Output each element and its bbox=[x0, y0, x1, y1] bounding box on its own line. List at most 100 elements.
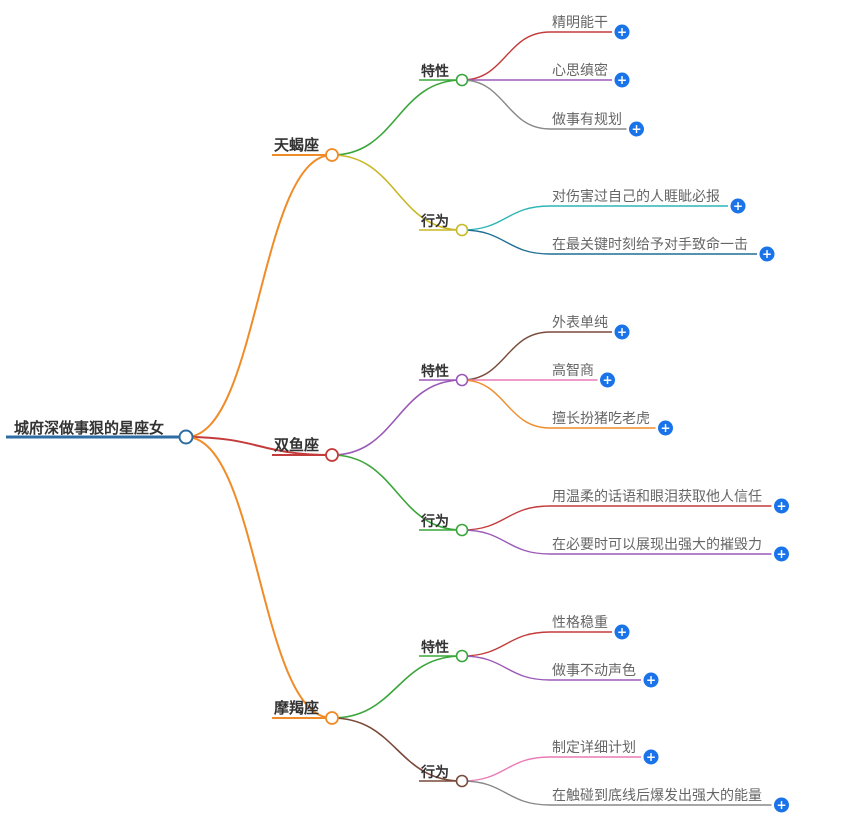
branch-3-connector bbox=[185, 436, 333, 719]
branch-3-group-2-label: 行为 bbox=[420, 764, 449, 781]
branch-2-group-1-leaf-1-connector bbox=[461, 331, 551, 381]
branch-1-group-2-leaf-2-node[interactable]: 在最关键时刻给予对手致命一击 bbox=[552, 236, 748, 253]
branch-1-group-2-leaf-1-node[interactable]: 对伤害过自己的人睚眦必报 bbox=[552, 189, 720, 205]
branch-3-node-circle[interactable] bbox=[325, 711, 339, 725]
branch-3-group-2-node[interactable]: 行为 bbox=[420, 764, 449, 781]
branch-1-group-2-node[interactable]: 行为 bbox=[420, 213, 449, 230]
branch-1-group-2-node-circle[interactable] bbox=[455, 223, 469, 237]
branch-1-group-1-leaf-1-node[interactable]: 精明能干 bbox=[552, 15, 608, 31]
plus-glyph: + bbox=[762, 247, 772, 261]
plus-circle-icon bbox=[774, 546, 789, 562]
branch-2-group-2-leaf-2-expand-button[interactable]: + bbox=[774, 546, 789, 562]
branch-2-group-1-label: 特性 bbox=[421, 363, 449, 380]
branch-1-group-1-node[interactable]: 特性 bbox=[421, 63, 449, 80]
branch-1-group-2-connector bbox=[331, 154, 463, 231]
branch-1-group-2-leaf-1-expand-button[interactable]: + bbox=[730, 198, 746, 214]
plus-glyph: + bbox=[602, 373, 612, 387]
branch-1-label: 天蝎座 bbox=[274, 136, 319, 154]
branch-1-group-2-leaf-1-label: 对伤害过自己的人睚眦必报 bbox=[552, 189, 720, 205]
branch-3-label: 摩羯座 bbox=[274, 699, 319, 717]
branch-2-group-2-leaf-1-node[interactable]: 用温柔的话语和眼泪获取他人信任 bbox=[552, 489, 762, 505]
branch-3-group-2-leaf-2-node[interactable]: 在触碰到底线后爆发出强大的能量 bbox=[552, 788, 762, 804]
branch-2-group-1-leaf-3-node[interactable]: 擅长扮猪吃老虎 bbox=[552, 410, 650, 427]
plus-circle-icon bbox=[774, 797, 789, 813]
branch-2-label: 双鱼座 bbox=[274, 436, 319, 454]
branch-2-node-circle[interactable] bbox=[325, 448, 339, 462]
plus-circle-icon bbox=[614, 24, 630, 40]
branch-1-group-1-leaf-2-expand-button[interactable]: + bbox=[614, 72, 630, 88]
branch-3-group-2-leaf-2-connector bbox=[461, 780, 551, 806]
branch-2-group-1-node-circle[interactable] bbox=[455, 373, 469, 387]
branch-1-group-1-leaf-3-label: 做事有规划 bbox=[552, 112, 622, 128]
branch-2-group-2-label: 行为 bbox=[420, 513, 449, 530]
plus-circle-icon bbox=[614, 324, 630, 340]
branch-3-group-1-leaf-1-label: 性格稳重 bbox=[552, 615, 608, 631]
branch-3-group-1-connector bbox=[331, 655, 463, 719]
branch-1-group-2-leaf-2-expand-button[interactable]: + bbox=[759, 246, 775, 262]
root-node-circle[interactable] bbox=[178, 429, 194, 445]
branch-1-group-2-label: 行为 bbox=[420, 213, 449, 230]
plus-circle-icon bbox=[629, 121, 644, 137]
branch-2-group-2-leaf-1-expand-button[interactable]: + bbox=[774, 498, 789, 514]
branch-2-group-1-leaf-2-expand-button[interactable]: + bbox=[600, 372, 615, 388]
plus-circle-icon bbox=[759, 246, 775, 262]
plus-glyph: + bbox=[776, 798, 786, 812]
branch-3-group-1-leaf-1-expand-button[interactable]: + bbox=[614, 624, 630, 640]
branch-3-group-2-node-circle[interactable] bbox=[455, 774, 469, 788]
branch-1-group-1-leaf-2-label: 心思缜密 bbox=[552, 62, 608, 79]
branch-2-group-1-leaf-1-label: 外表单纯 bbox=[552, 315, 608, 331]
branch-3-node[interactable]: 摩羯座 bbox=[274, 699, 319, 717]
branch-2-group-1-leaf-3-label: 擅长扮猪吃老虎 bbox=[552, 410, 650, 427]
plus-circle-icon bbox=[774, 498, 789, 514]
plus-glyph: + bbox=[646, 750, 656, 764]
branch-3-group-1-leaf-1-node[interactable]: 性格稳重 bbox=[552, 615, 608, 631]
branch-3-group-1-node[interactable]: 特性 bbox=[421, 639, 449, 656]
branch-1-group-1-node-circle[interactable] bbox=[455, 73, 469, 87]
plus-circle-icon bbox=[730, 198, 746, 214]
branch-3-group-2-leaf-1-label: 制定详细计划 bbox=[552, 740, 636, 756]
plus-circle-icon bbox=[600, 372, 615, 388]
branch-2-group-2-leaf-1-label: 用温柔的话语和眼泪获取他人信任 bbox=[552, 489, 762, 505]
branch-3-group-2-leaf-2-label: 在触碰到底线后爆发出强大的能量 bbox=[552, 788, 762, 804]
branch-2-group-1-leaf-3-expand-button[interactable]: + bbox=[658, 420, 673, 436]
branch-1-group-2-leaf-2-label: 在最关键时刻给予对手致命一击 bbox=[552, 236, 748, 253]
branch-1-group-1-leaf-1-expand-button[interactable]: + bbox=[614, 24, 630, 40]
branch-1-group-1-leaf-3-node[interactable]: 做事有规划 bbox=[552, 112, 622, 128]
branch-2-node[interactable]: 双鱼座 bbox=[274, 436, 319, 454]
branch-2-group-2-node-circle[interactable] bbox=[455, 523, 469, 537]
branch-1-node-circle[interactable] bbox=[325, 148, 339, 162]
branch-1-group-1-leaf-2-node[interactable]: 心思缜密 bbox=[552, 62, 608, 79]
branch-3-group-2-leaf-1-node[interactable]: 制定详细计划 bbox=[552, 740, 636, 756]
branch-1-node[interactable]: 天蝎座 bbox=[274, 136, 319, 154]
branch-1-group-1-leaf-3-connector bbox=[461, 79, 551, 130]
branch-1-group-1-label: 特性 bbox=[421, 63, 449, 80]
branch-3-group-2-leaf-2-expand-button[interactable]: + bbox=[774, 797, 789, 813]
branch-2-group-1-node[interactable]: 特性 bbox=[421, 363, 449, 380]
branch-3-group-2-leaf-1-connector bbox=[461, 756, 551, 782]
plus-circle-icon bbox=[643, 749, 659, 765]
branch-1-group-1-leaf-3-expand-button[interactable]: + bbox=[629, 121, 644, 137]
branch-2-group-1-leaf-3-connector bbox=[461, 379, 551, 429]
root-topic-label: 城府深做事狠的星座女 bbox=[14, 419, 164, 437]
branch-3-group-1-leaf-2-label: 做事不动声色 bbox=[552, 662, 636, 679]
branch-2-group-1-leaf-1-expand-button[interactable]: + bbox=[614, 324, 630, 340]
plus-glyph: + bbox=[660, 421, 670, 435]
branch-2-group-2-node[interactable]: 行为 bbox=[420, 513, 449, 530]
branch-2-group-1-leaf-2-node[interactable]: 高智商 bbox=[552, 362, 594, 379]
branch-3-group-1-label: 特性 bbox=[421, 639, 449, 656]
branch-3-group-2-leaf-1-expand-button[interactable]: + bbox=[643, 749, 659, 765]
branch-3-group-1-leaf-2-expand-button[interactable]: + bbox=[643, 672, 659, 688]
branch-3-group-1-leaf-2-node[interactable]: 做事不动声色 bbox=[552, 662, 636, 679]
branch-3-group-1-node-circle[interactable] bbox=[455, 649, 469, 663]
branch-1-group-1-leaf-1-connector bbox=[461, 31, 551, 81]
plus-glyph: + bbox=[617, 25, 627, 39]
branch-1-group-1-leaf-1-label: 精明能干 bbox=[552, 15, 608, 31]
branch-2-group-2-leaf-2-label: 在必要时可以展现出强大的摧毁力 bbox=[552, 537, 762, 553]
plus-circle-icon bbox=[658, 420, 673, 436]
plus-glyph: + bbox=[617, 73, 627, 87]
branch-2-group-1-leaf-1-node[interactable]: 外表单纯 bbox=[552, 315, 608, 331]
branch-1-connector bbox=[185, 154, 333, 438]
branch-2-group-1-connector bbox=[331, 379, 463, 456]
branch-2-group-2-leaf-2-node[interactable]: 在必要时可以展现出强大的摧毁力 bbox=[552, 537, 762, 553]
